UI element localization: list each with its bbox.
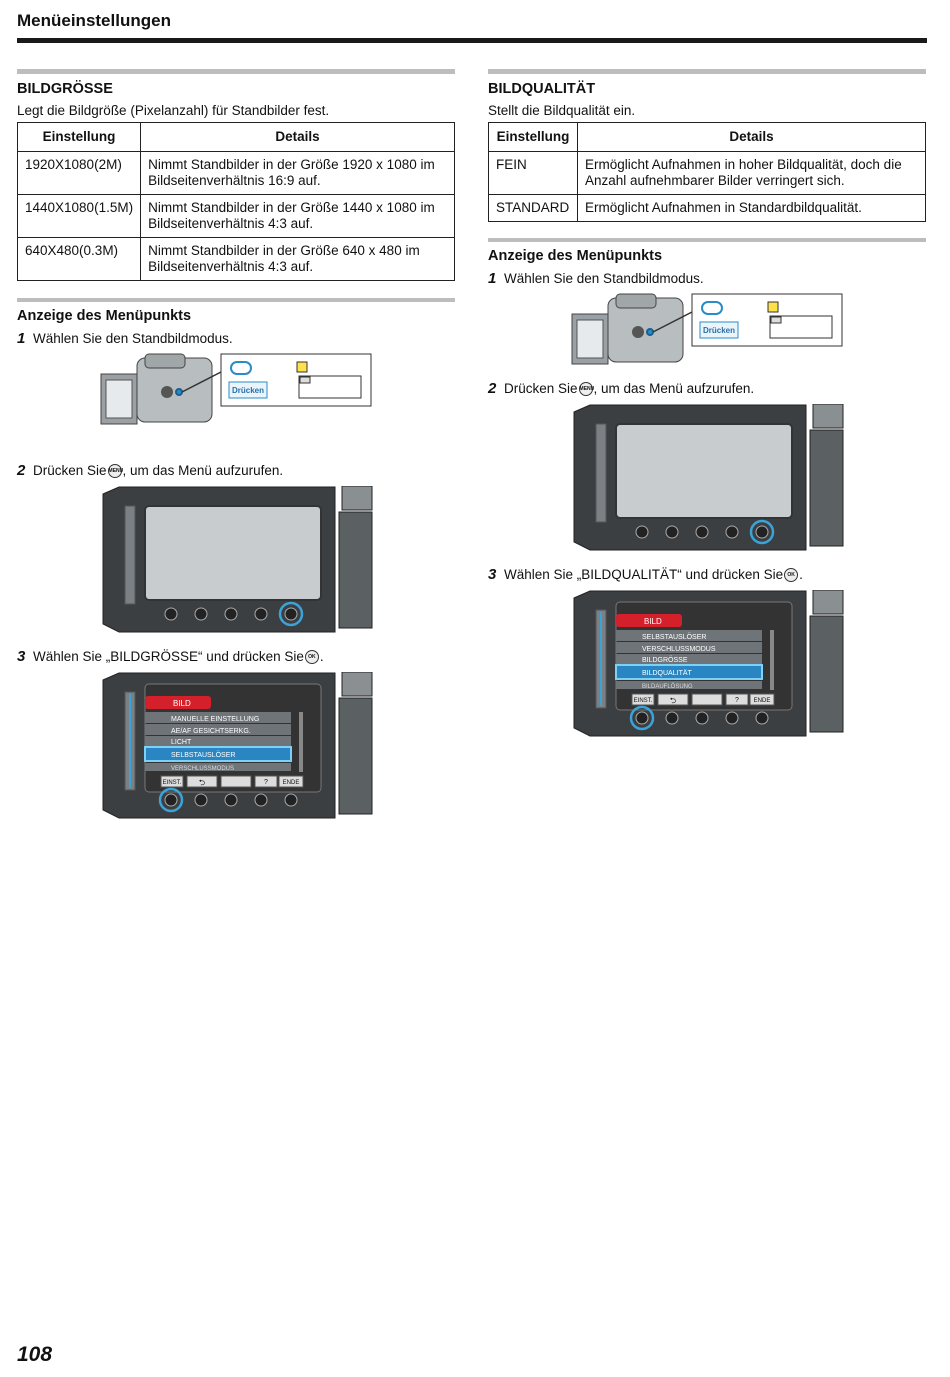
step-3: 3 Wählen Sie „BILDQUALITÄT“ und drücken … — [488, 566, 926, 584]
table-row: 1440X1080(1.5M) Nimmt Standbilder in der… — [16, 194, 455, 238]
menu-footer-set: EINST. — [163, 780, 182, 786]
camera-button-label: Drücken — [232, 386, 264, 395]
subsection-rule — [488, 238, 926, 242]
camera-illustration: Drücken — [571, 293, 843, 365]
step-text: Wählen Sie „BILDGRÖSSE“ und drücken Sie — [33, 649, 304, 664]
lcd-illustration — [102, 485, 373, 633]
menu-header-label: BILD — [644, 617, 662, 626]
step-text: Wählen Sie „BILDQUALITÄT“ und drücken Si… — [504, 567, 784, 582]
page-title: Menüeinstellungen — [17, 11, 171, 30]
table-cell-details: Nimmt Standbilder in der Größe 1440 x 10… — [140, 194, 455, 238]
table-cell-setting: FEIN — [488, 151, 578, 195]
camera-mode-figure: Drücken — [99, 352, 374, 432]
section-title: BILDGRÖSSE — [17, 81, 113, 97]
right-column: BILDQUALITÄT Stellt die Bildqualität ein… — [488, 69, 926, 740]
step-number: 1 — [488, 270, 497, 287]
back-arrow-icon: ⮌ — [670, 696, 676, 705]
menu-item: VERSCHLUSSMODUS — [642, 646, 716, 653]
lcd-illustration — [573, 403, 844, 551]
subsection-rule — [17, 298, 455, 302]
step-text: Drücken Sie — [33, 463, 107, 478]
step-1: 1 Wählen Sie den Standbildmodus. — [488, 270, 926, 288]
table-header-setting: Einstellung — [488, 122, 578, 152]
step-2: 2 Drücken Sie MENU , um das Menü aufzuru… — [17, 462, 455, 480]
table-header-details: Details — [577, 122, 926, 152]
lcd-menu-illustration: BILD SELBSTAUSLÖSER VERSCHLUSSMODUS BILD… — [573, 589, 844, 737]
settings-table: Einstellung Details FEIN Ermöglicht Aufn… — [488, 122, 926, 222]
menu-header-label: BILD — [173, 699, 191, 708]
header-rule — [17, 38, 927, 43]
step-text: . — [799, 567, 803, 582]
step-number: 3 — [17, 648, 26, 665]
table-cell-details: Nimmt Standbilder in der Größe 1920 x 10… — [140, 151, 455, 195]
menu-button-icon: MENU — [578, 382, 594, 396]
step-number: 2 — [488, 380, 497, 397]
lcd-menu-button-figure — [99, 485, 374, 636]
settings-table: Einstellung Details 1920X1080(2M) Nimmt … — [16, 122, 455, 281]
back-arrow-icon: ⮌ — [199, 778, 205, 787]
page-number: 108 — [17, 1343, 53, 1366]
table-cell-setting: STANDARD — [488, 194, 578, 222]
lcd-menu-button-figure — [570, 403, 845, 554]
table-cell-details: Ermöglicht Aufnahmen in hoher Bildqualit… — [577, 151, 926, 195]
table-row: STANDARD Ermöglicht Aufnahmen in Standar… — [488, 194, 926, 222]
menu-footer-help: ? — [735, 697, 739, 704]
step-text: Drücken Sie — [504, 381, 578, 396]
step-number: 2 — [17, 462, 26, 479]
step-1: 1 Wählen Sie den Standbildmodus. — [17, 330, 455, 348]
table-cell-details: Ermöglicht Aufnahmen in Standardbildqual… — [577, 194, 926, 222]
menu-item: AE/AF GESICHTSERKG. — [171, 728, 251, 735]
camera-illustration: Drücken — [100, 353, 372, 425]
step-text: , um das Menü aufzurufen. — [122, 463, 284, 478]
ok-button-icon: OK — [784, 568, 799, 582]
menu-item: SELBSTAUSLÖSER — [642, 633, 706, 641]
page-header: Menüeinstellungen — [17, 10, 927, 43]
section-rule — [17, 69, 455, 74]
subsection-title: Anzeige des Menüpunkts — [17, 308, 192, 324]
step-number: 3 — [488, 566, 497, 583]
lcd-menu-list-figure: BILD SELBSTAUSLÖSER VERSCHLUSSMODUS BILD… — [570, 589, 845, 740]
table-cell-setting: 1920X1080(2M) — [16, 151, 142, 195]
left-column: BILDGRÖSSE Legt die Bildgröße (Pixelanza… — [16, 69, 455, 822]
table-row: 1920X1080(2M) Nimmt Standbilder in der G… — [16, 151, 455, 195]
step-2: 2 Drücken Sie MENU , um das Menü aufzuru… — [488, 380, 926, 398]
step-number: 1 — [17, 330, 26, 347]
table-cell-details: Nimmt Standbilder in der Größe 640 x 480… — [140, 237, 455, 281]
lcd-menu-list-figure: BILD MANUELLE EINSTELLUNG AE/AF GESICHTS… — [99, 671, 374, 822]
table-header-details: Details — [140, 122, 455, 152]
menu-item: BILDGRÖSSE — [642, 656, 688, 664]
menu-footer-help: ? — [264, 779, 268, 786]
ok-button-icon: OK — [304, 650, 319, 664]
step-text: Wählen Sie den Standbildmodus. — [504, 271, 704, 286]
step-text: . — [319, 649, 324, 664]
menu-item-selected: BILDQUALITÄT — [642, 669, 693, 677]
table-row: FEIN Ermöglicht Aufnahmen in hoher Bildq… — [488, 151, 926, 195]
menu-item: BILDAUFLÖSUNG — [642, 683, 693, 690]
menu-footer-set: EINST. — [634, 698, 653, 704]
camera-mode-figure: Drücken — [570, 292, 845, 372]
table-header-setting: Einstellung — [16, 122, 142, 152]
menu-item: VERSCHLUSSMODUS — [171, 766, 234, 772]
step-text: , um das Menü aufzurufen. — [593, 381, 755, 396]
section-description: Legt die Bildgröße (Pixelanzahl) für Sta… — [17, 103, 330, 118]
section-title: BILDQUALITÄT — [488, 81, 596, 97]
step-3: 3 Wählen Sie „BILDGRÖSSE“ und drücken Si… — [17, 648, 455, 666]
section-rule — [488, 69, 926, 74]
step-text: Wählen Sie den Standbildmodus. — [33, 331, 233, 346]
table-cell-setting: 640X480(0.3M) — [16, 237, 142, 281]
menu-footer-end: ENDE — [283, 780, 300, 786]
section-description: Stellt die Bildqualität ein. — [488, 103, 636, 118]
menu-footer-end: ENDE — [754, 698, 771, 704]
table-cell-setting: 1440X1080(1.5M) — [16, 194, 142, 238]
subsection-title: Anzeige des Menüpunkts — [488, 248, 663, 264]
menu-item: MANUELLE EINSTELLUNG — [171, 716, 259, 723]
menu-item: LICHT — [171, 739, 192, 746]
camera-button-label: Drücken — [703, 326, 735, 335]
menu-button-icon: MENU — [107, 464, 123, 478]
table-row: 640X480(0.3M) Nimmt Standbilder in der G… — [16, 237, 455, 281]
menu-item-selected: SELBSTAUSLÖSER — [171, 751, 235, 759]
lcd-menu-illustration: BILD MANUELLE EINSTELLUNG AE/AF GESICHTS… — [102, 671, 373, 819]
